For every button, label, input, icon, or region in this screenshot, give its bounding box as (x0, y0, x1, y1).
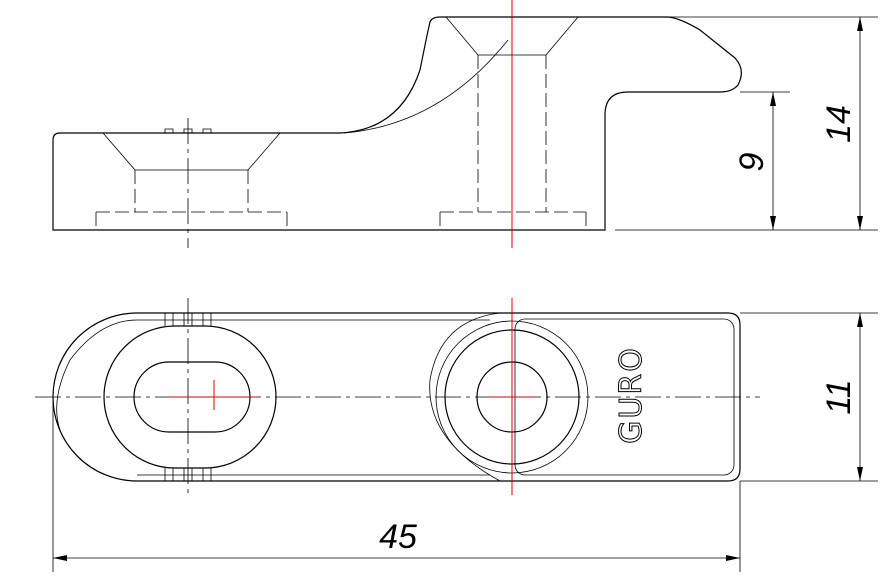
top-outline (52, 312, 741, 482)
dim-11: 11 (820, 379, 858, 414)
countersink-left (102, 132, 281, 171)
dim-14: 14 (820, 105, 858, 143)
dim-9: 9 (733, 152, 771, 171)
dim-45: 45 (379, 518, 417, 556)
hidden-hole-right (439, 55, 587, 230)
extension-lines-top (52, 312, 878, 572)
side-outline (52, 16, 742, 231)
hidden-hole-left (95, 170, 288, 230)
extension-lines (615, 16, 878, 231)
side-view: 14 9 (52, 0, 878, 248)
chamfer-lines (137, 319, 490, 476)
fillet-line (343, 39, 509, 134)
grip-ridges (164, 313, 212, 481)
top-view: GURO 11 45 (35, 298, 878, 572)
guro-logo: GURO (614, 346, 649, 444)
inner-edge-left (56, 319, 138, 431)
